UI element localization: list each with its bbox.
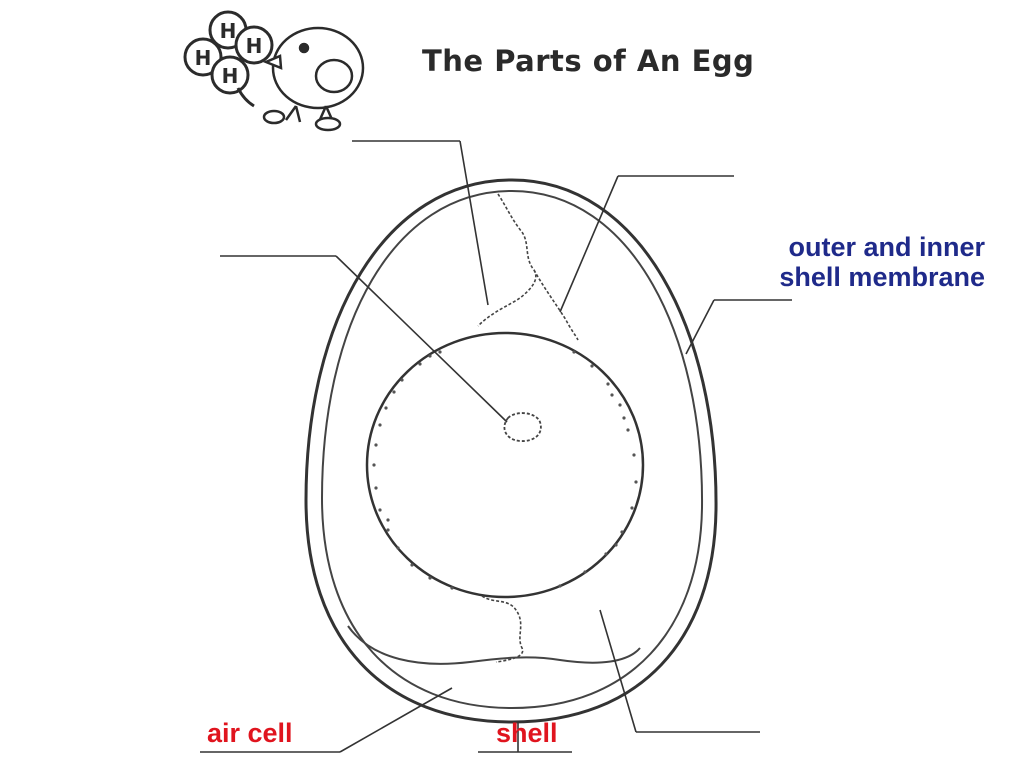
germinal-disc bbox=[503, 412, 542, 442]
chalaza-top bbox=[477, 193, 537, 327]
clover-letter-top: H bbox=[220, 19, 237, 43]
leader-line-albumen bbox=[599, 609, 637, 733]
leader-line-air-cell bbox=[339, 687, 453, 753]
clover-leaf-right: H bbox=[234, 25, 274, 65]
leader-line-germinal-disc bbox=[335, 255, 508, 423]
clover-leaf-left: H bbox=[183, 37, 223, 77]
chalaza-top-right bbox=[533, 269, 579, 341]
leader-lines bbox=[200, 140, 792, 753]
page-title: The Parts of An Egg bbox=[422, 44, 755, 78]
leader-line-membrane bbox=[685, 299, 715, 355]
yolk bbox=[365, 331, 645, 599]
clover-leaf-bottom: H bbox=[210, 55, 250, 95]
chalaza-bottom bbox=[481, 595, 524, 663]
label-shell-membrane-line1: outer and inner bbox=[788, 232, 985, 262]
leader-line-chalaza bbox=[459, 140, 489, 306]
chick-icon bbox=[262, 26, 365, 132]
label-air-cell: air cell bbox=[207, 718, 293, 748]
clover-letter-bottom: H bbox=[222, 64, 239, 88]
clover-letter-right: H bbox=[246, 34, 263, 58]
leader-line-vitelline bbox=[559, 175, 619, 313]
label-shell: shell bbox=[496, 718, 558, 748]
label-shell-membrane: outer and inner shell membrane bbox=[727, 232, 985, 292]
clover-stem bbox=[236, 87, 255, 108]
label-shell-membrane-line2: shell membrane bbox=[779, 261, 985, 292]
eggshell-outline bbox=[304, 178, 718, 724]
air-cell-boundary bbox=[347, 625, 641, 665]
clover-letter-left: H bbox=[195, 46, 212, 70]
shell-membrane-outline bbox=[320, 189, 704, 710]
four-h-clover-logo: H H H H bbox=[183, 10, 274, 108]
